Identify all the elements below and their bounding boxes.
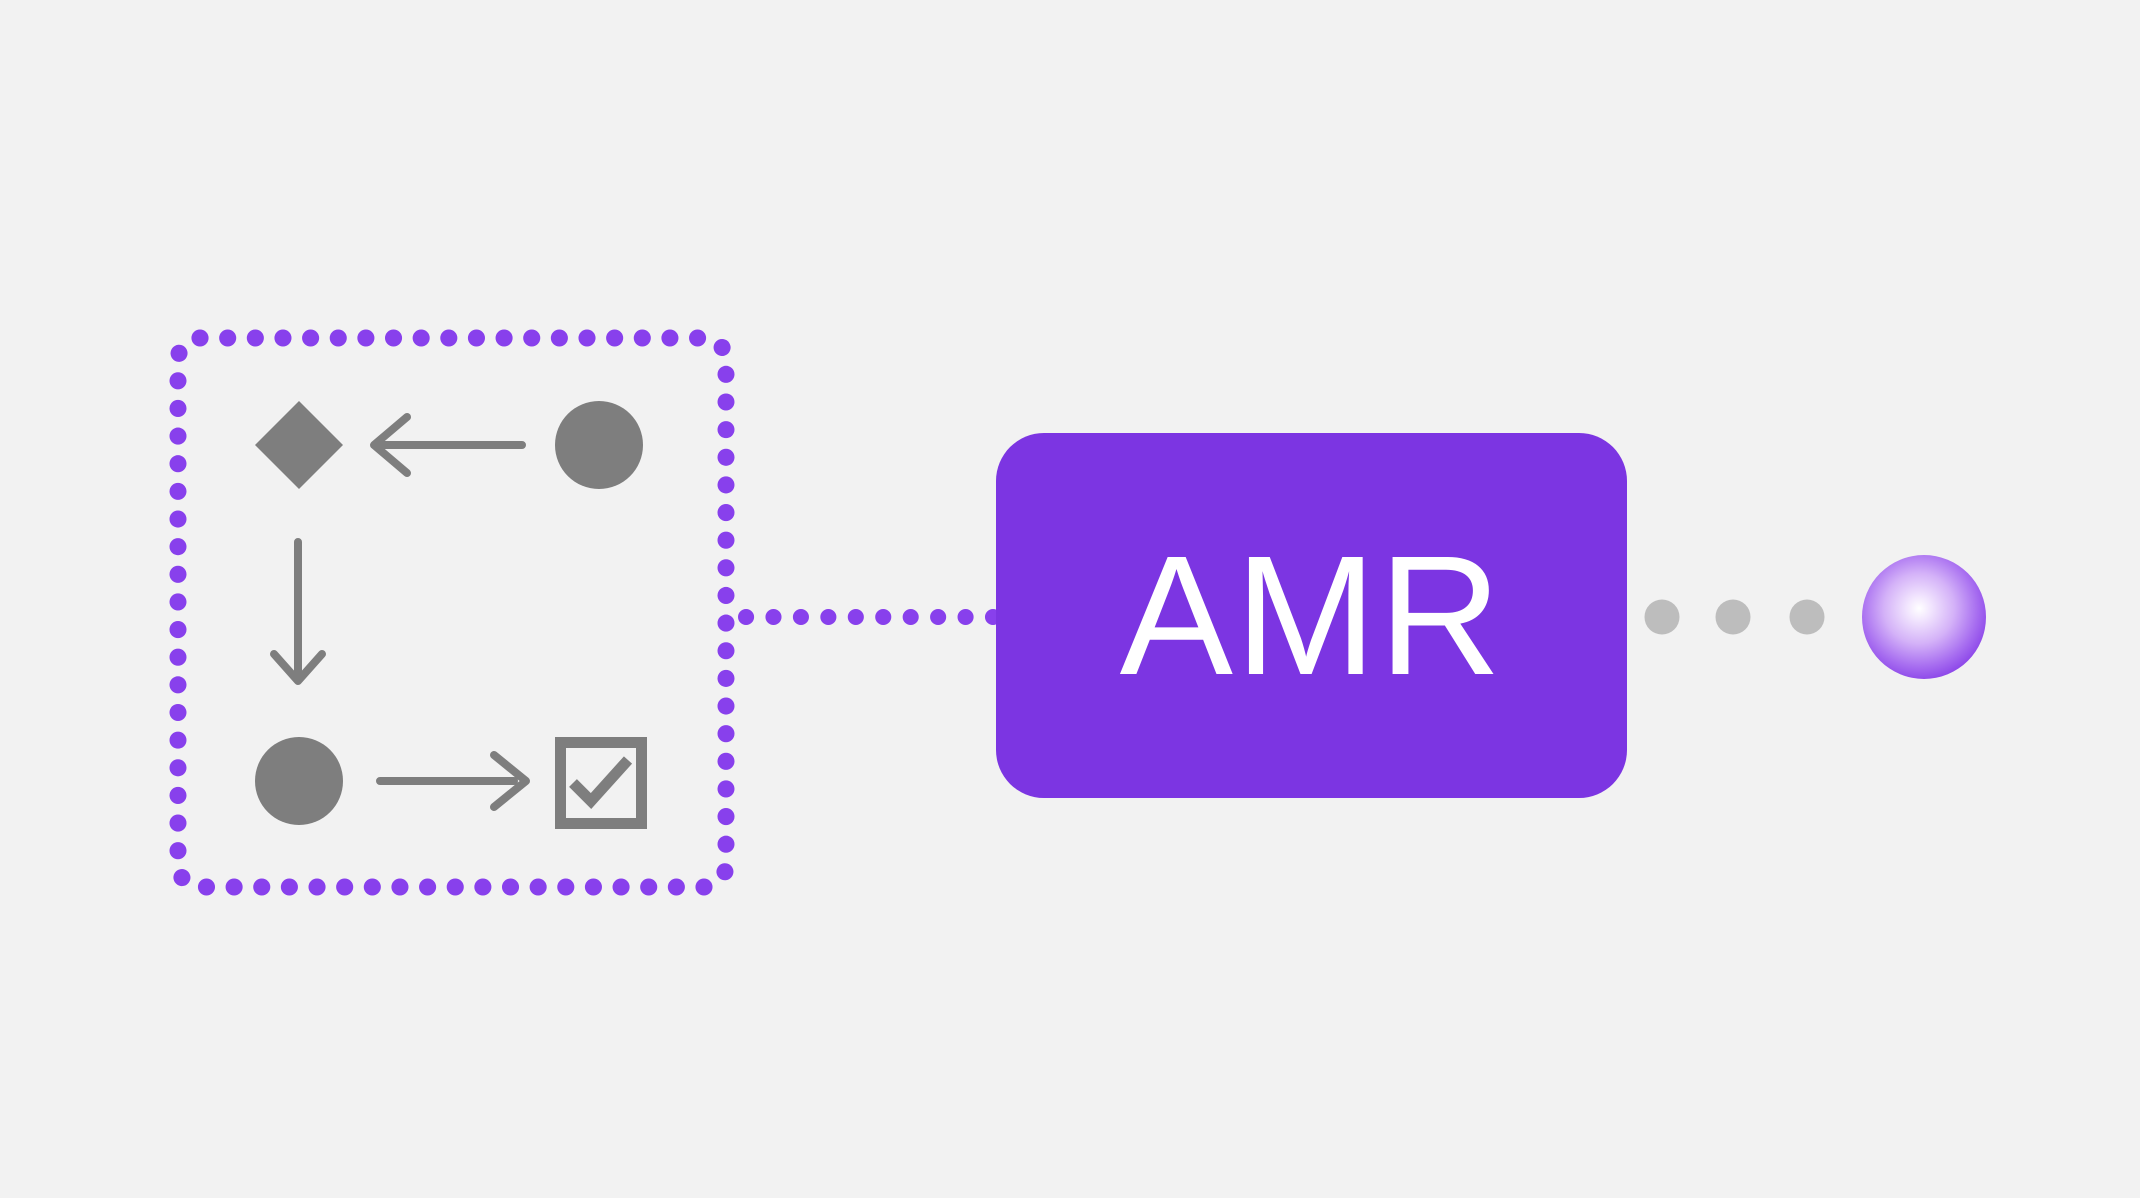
arrow-right-icon [376,751,530,811]
transfer-dot [1644,599,1680,635]
transfer-dots [1644,599,1825,635]
checkbox-box [555,737,647,829]
circle-icon [555,401,643,489]
checkmark-icon [569,756,633,809]
arrow-down-icon [270,538,326,685]
circle-icon [255,737,343,825]
process-icons [255,401,647,829]
transfer-dot [1789,599,1825,635]
transfer-dot [1715,599,1751,635]
process-group-border [169,329,735,896]
amr-label: AMR [1119,520,1504,711]
checkbox-checked-icon [555,737,647,829]
endpoint-sphere [1862,555,1986,679]
diamond-icon [255,401,343,489]
arrow-left-icon [370,413,526,477]
amr-node: AMR [996,433,1627,798]
